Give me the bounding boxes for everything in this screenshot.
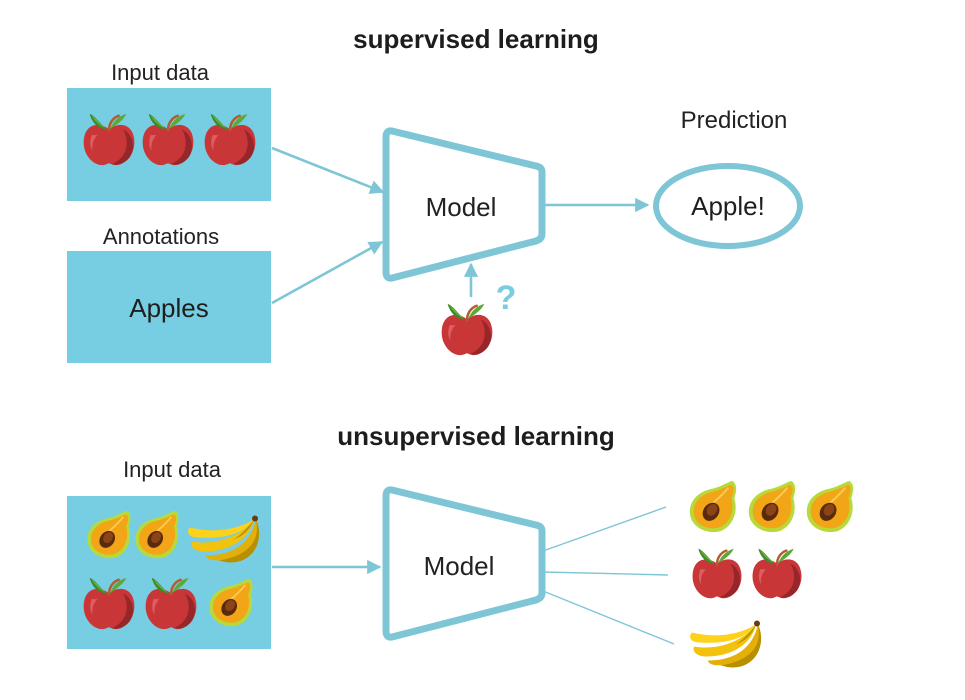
apple-icon: [751, 547, 803, 600]
supervised-input-label: Input data: [111, 60, 210, 85]
papaya-icon: [747, 479, 797, 534]
supervised-title: supervised learning: [353, 24, 599, 54]
papaya-cluster-line: [542, 506, 667, 552]
prediction-label: Prediction: [681, 107, 788, 134]
papaya-icon: [805, 479, 855, 534]
unsupervised-model-label: Model: [424, 551, 495, 581]
annotations-box: [67, 251, 271, 363]
unsupervised-model-block: [382, 486, 546, 641]
annotations-to-model-arrow: [271, 240, 384, 305]
papaya-icon: [688, 479, 738, 534]
prediction-value: Apple!: [691, 191, 765, 221]
input-to-model-arrow: [271, 146, 385, 194]
annotations-label: Annotations: [103, 224, 219, 249]
unsupervised-input-label: Input data: [123, 457, 222, 482]
annotation-value: Apples: [129, 293, 209, 323]
apple-cluster-line: [542, 571, 669, 576]
banana-cluster: [690, 620, 762, 668]
query-apple-icon: [440, 302, 494, 357]
unsupervised-title: unsupervised learning: [337, 421, 614, 451]
supervised-model-block: [382, 127, 546, 282]
papaya-cluster: [688, 479, 855, 534]
banana-icon: [690, 620, 762, 668]
question-mark-icon: ?: [496, 279, 517, 317]
prediction-ellipse: [653, 163, 803, 249]
supervised-model-label: Model: [426, 192, 497, 222]
banana-cluster-line: [542, 590, 675, 645]
apple-icon: [691, 547, 743, 600]
supervised-section: supervised learning Input data Annotatio…: [67, 24, 803, 363]
unsupervised-section: unsupervised learning Input data Model: [67, 421, 855, 668]
apple-cluster: [691, 547, 803, 600]
